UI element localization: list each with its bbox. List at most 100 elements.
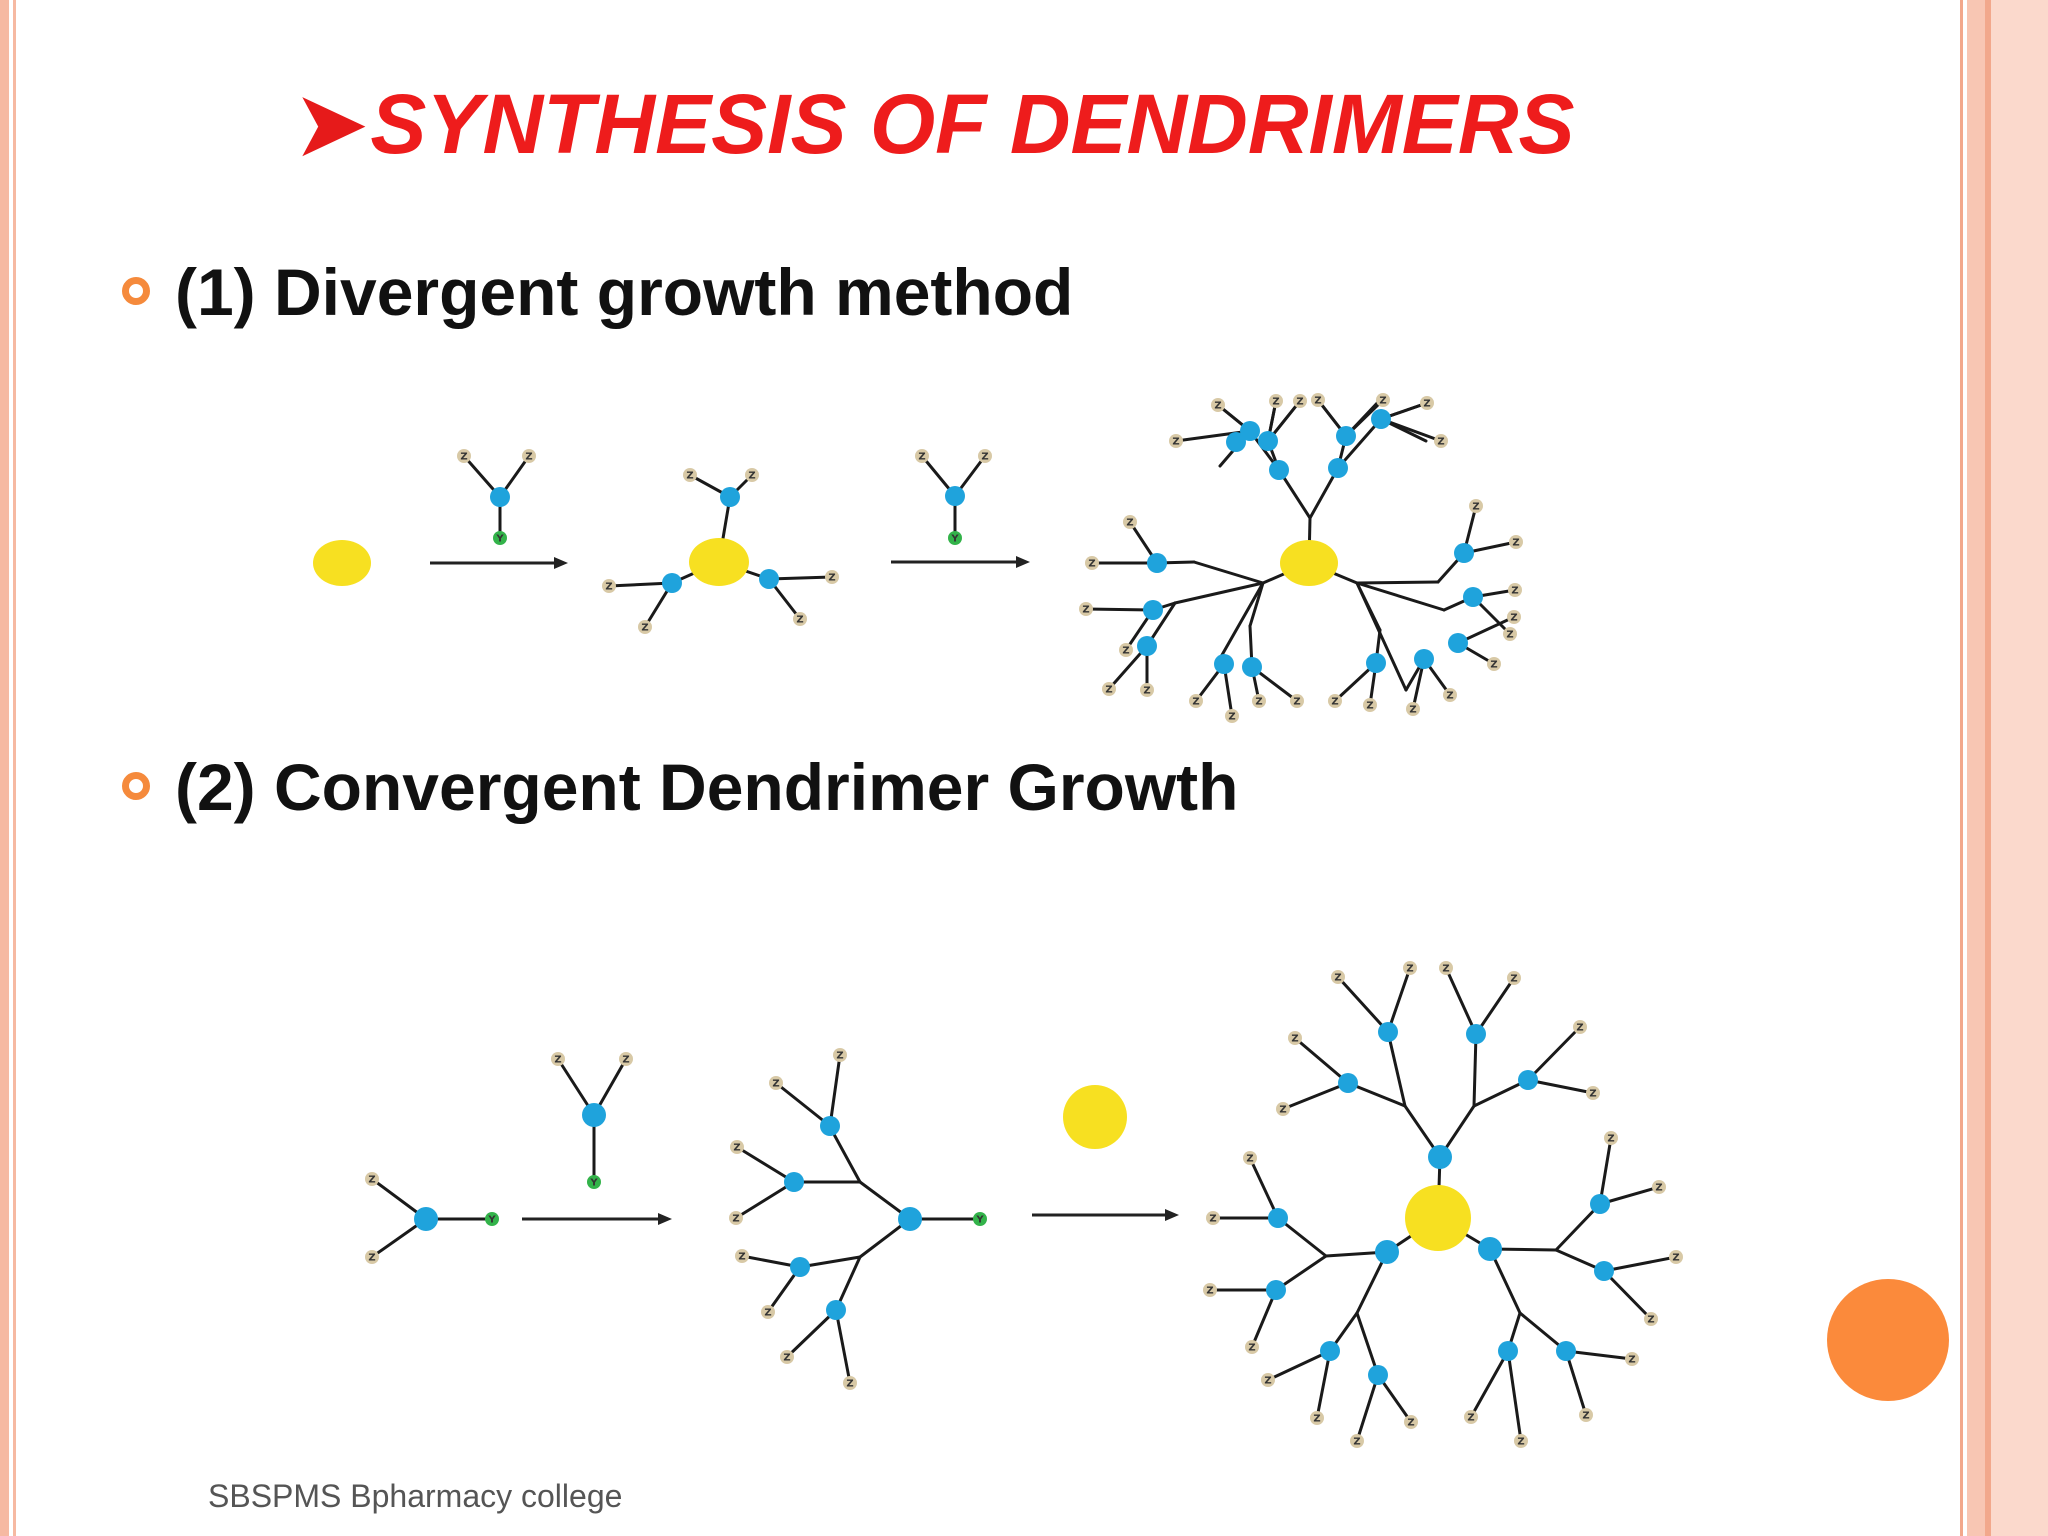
terminal-atom-label: Z (783, 1353, 790, 1364)
terminal-atom (1269, 394, 1283, 408)
arrow-head (554, 557, 568, 569)
terminal-atom (1085, 556, 1099, 570)
terminal-atom-label: Z (1517, 1437, 1524, 1448)
focal-atom-label: Y (950, 534, 959, 545)
bullet-circle-icon (122, 772, 150, 800)
branch-atom (1269, 460, 1289, 480)
branch-atom (1137, 636, 1157, 656)
bond (1526, 1025, 1582, 1082)
bond (1379, 417, 1443, 443)
focal-atom (485, 1212, 499, 1226)
branch-atom (490, 487, 510, 507)
bond (1506, 1349, 1523, 1443)
terminal-atom (1140, 683, 1154, 697)
bond (1216, 581, 1265, 664)
terminal-atom (522, 449, 536, 463)
bond (1274, 1254, 1328, 1292)
terminal-atom (1079, 602, 1093, 616)
bond (1293, 1036, 1350, 1085)
bond (1564, 1349, 1634, 1361)
branch-atom (1266, 1280, 1286, 1300)
terminal-atom-label: Z (1293, 697, 1300, 708)
terminal-atom-label: Z (1437, 437, 1444, 448)
terminal-atom (1169, 434, 1183, 448)
branch-atom (1428, 1145, 1452, 1169)
terminal-atom-label: Z (1291, 1034, 1298, 1045)
terminal-atom (602, 579, 616, 593)
terminal-atom-label: Z (1647, 1315, 1654, 1326)
terminal-atom (1625, 1352, 1639, 1366)
slide-border-left-thin (13, 0, 16, 1536)
terminal-atom (1604, 1131, 1618, 1145)
focal-atom (587, 1175, 601, 1189)
bond (1355, 581, 1446, 612)
terminal-atom (1514, 1434, 1528, 1448)
branch-atom (1268, 1208, 1288, 1228)
terminal-atom (1464, 1410, 1478, 1424)
terminal-atom-label: Z (1255, 697, 1262, 708)
terminal-atom (1652, 1180, 1666, 1194)
terminal-atom-label: Z (1366, 701, 1373, 712)
branch-atom (414, 1207, 438, 1231)
slide-border-right-band (1967, 0, 1985, 1536)
terminal-atom-label: Z (828, 573, 835, 584)
terminal-atom (1487, 657, 1501, 671)
branch-atom (790, 1257, 810, 1277)
branch-atom (1478, 1237, 1502, 1261)
bond-lines (370, 398, 1678, 1443)
branch-atom (1242, 657, 1262, 677)
terminal-atom (1579, 1408, 1593, 1422)
terminal-atom-label: Z (1088, 559, 1095, 570)
bond (1248, 1156, 1280, 1220)
terminal-atom-label: Z (1228, 712, 1235, 723)
arrow-head (658, 1213, 672, 1225)
bond (734, 1180, 796, 1220)
slide-border-right-line (1960, 0, 1963, 1536)
terminal-atom-label: Z (1472, 502, 1479, 513)
branch-atom (1320, 1341, 1340, 1361)
terminal-atom (1311, 393, 1325, 407)
terminal-atom-label: Z (1279, 1105, 1286, 1116)
terminal-atom (1350, 1434, 1364, 1448)
focal-atom-label: Y (975, 1215, 984, 1226)
slide-border-right-edge (1991, 0, 2048, 1536)
terminal-atom (735, 1249, 749, 1263)
terminal-atom-label: Z (1446, 691, 1453, 702)
bond (1192, 560, 1265, 585)
terminal-atom-label: Z (1589, 1089, 1596, 1100)
terminal-atom (1509, 535, 1523, 549)
branch-atom (1498, 1341, 1518, 1361)
branch-atom (582, 1103, 606, 1127)
bond (1602, 1269, 1653, 1321)
focal-atom-label: Y (487, 1215, 496, 1226)
terminal-atom-label: Z (1082, 605, 1089, 616)
terminal-atom (1669, 1250, 1683, 1264)
terminal-atom-label: Z (836, 1051, 843, 1062)
focal-atom (973, 1212, 987, 1226)
terminal-atom-label: Z (1379, 396, 1386, 407)
bond (1355, 1373, 1380, 1443)
branch-atom (1366, 653, 1386, 673)
branch-atom (1328, 458, 1348, 478)
bond (1346, 1081, 1407, 1108)
terminal-atom (1644, 1312, 1658, 1326)
terminal-atom (761, 1305, 775, 1319)
terminal-atom (1508, 583, 1522, 597)
terminal-atom-label: Z (1672, 1253, 1679, 1264)
terminal-atom-label: Z (605, 582, 612, 593)
terminal-atom (793, 612, 807, 626)
branch-atom (720, 487, 740, 507)
terminal-atom-label: Z (981, 452, 988, 463)
terminal-atom (1404, 1415, 1418, 1429)
branch-atom (1226, 432, 1246, 452)
terminal-atom (1434, 434, 1448, 448)
terminal-atom-label: Z (1576, 1023, 1583, 1034)
bond (735, 1145, 796, 1184)
branch-atom (1556, 1341, 1576, 1361)
terminal-atom (1243, 1151, 1257, 1165)
terminal-atom (1403, 961, 1417, 975)
terminal-atom-label: Z (1313, 1414, 1320, 1425)
terminal-atom-label: Z (554, 1055, 561, 1066)
bond (774, 1081, 832, 1128)
